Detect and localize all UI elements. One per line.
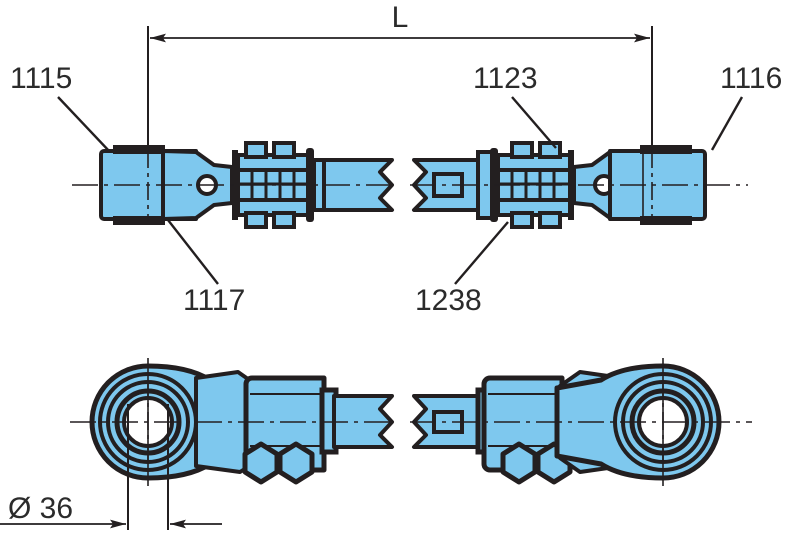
left-eye-collar-top	[113, 145, 165, 154]
right-rod-eye	[572, 145, 707, 225]
callout-label-1115: 1115	[10, 62, 72, 95]
bottom-right-arm-edge-top	[559, 371, 601, 387]
left-clamp-bolt-head-1	[244, 141, 268, 159]
right-clamp-bolt-head-3	[510, 211, 534, 229]
leader-line-1117	[167, 219, 219, 285]
callout-label-1123: 1123	[473, 62, 538, 95]
bottom-center-link	[412, 387, 495, 455]
right-eye-barrel	[608, 149, 707, 221]
left-clamp-bolt-head-4	[272, 211, 296, 229]
callout-label-1116: 1116	[720, 62, 782, 95]
bottom-right-ball-joint	[481, 363, 722, 485]
right-eye-collar-bottom	[640, 216, 692, 225]
L-dimension-label: L	[392, 1, 409, 34]
callout-1238[interactable]: 1238	[415, 221, 509, 317]
right-shank-edge-bottom	[573, 202, 611, 219]
leader-line-1123	[511, 96, 557, 149]
left-shank-edge-top	[195, 151, 233, 168]
right-clamp-bolt-head-1	[510, 141, 534, 159]
bottom-left-shaft	[332, 394, 394, 449]
callout-1117[interactable]: 1117	[167, 219, 245, 317]
left-clamp-bolt-head-2	[272, 141, 296, 159]
dimension-length-L: L	[147, 1, 653, 152]
bottom-left-hex-nut-2	[277, 441, 315, 485]
right-clamp-bolt-head-2	[538, 141, 562, 159]
leader-line-1116	[710, 96, 744, 151]
bottom-left-ball-joint	[89, 363, 394, 485]
left-clamp-endplate	[232, 150, 238, 220]
leader-line-1238	[454, 221, 509, 285]
callout-1115[interactable]: 1115	[10, 62, 111, 153]
bottom-left-hex-nut-1	[242, 441, 280, 485]
left-shank-edge-bottom	[195, 202, 233, 219]
center-tube-left-body	[312, 158, 394, 212]
left-clamp-bolt-head-3	[244, 211, 268, 229]
callouts-group: 1115 1123 1116 1117 1238	[10, 62, 782, 317]
right-clamp-bolt-head-4	[538, 211, 562, 229]
right-eye-collar-top	[640, 145, 692, 154]
callout-1123[interactable]: 1123	[473, 62, 557, 149]
left-eye-collar-bottom	[113, 216, 165, 225]
diameter-dimension-label: Ø 36	[8, 492, 73, 525]
leader-line-1115	[57, 96, 111, 153]
right-shank-edge-top	[573, 151, 611, 168]
dimension-diameter-36: Ø 36	[0, 404, 222, 530]
bottom-right-hex-nut-1	[500, 441, 538, 485]
top-view-group	[72, 141, 748, 229]
callout-label-1238: 1238	[415, 284, 482, 317]
bottom-view-group	[70, 358, 752, 486]
callout-1116[interactable]: 1116	[710, 62, 782, 151]
bottom-right-arm-edge-bottom	[559, 457, 601, 473]
callout-label-1117: 1117	[183, 284, 245, 317]
